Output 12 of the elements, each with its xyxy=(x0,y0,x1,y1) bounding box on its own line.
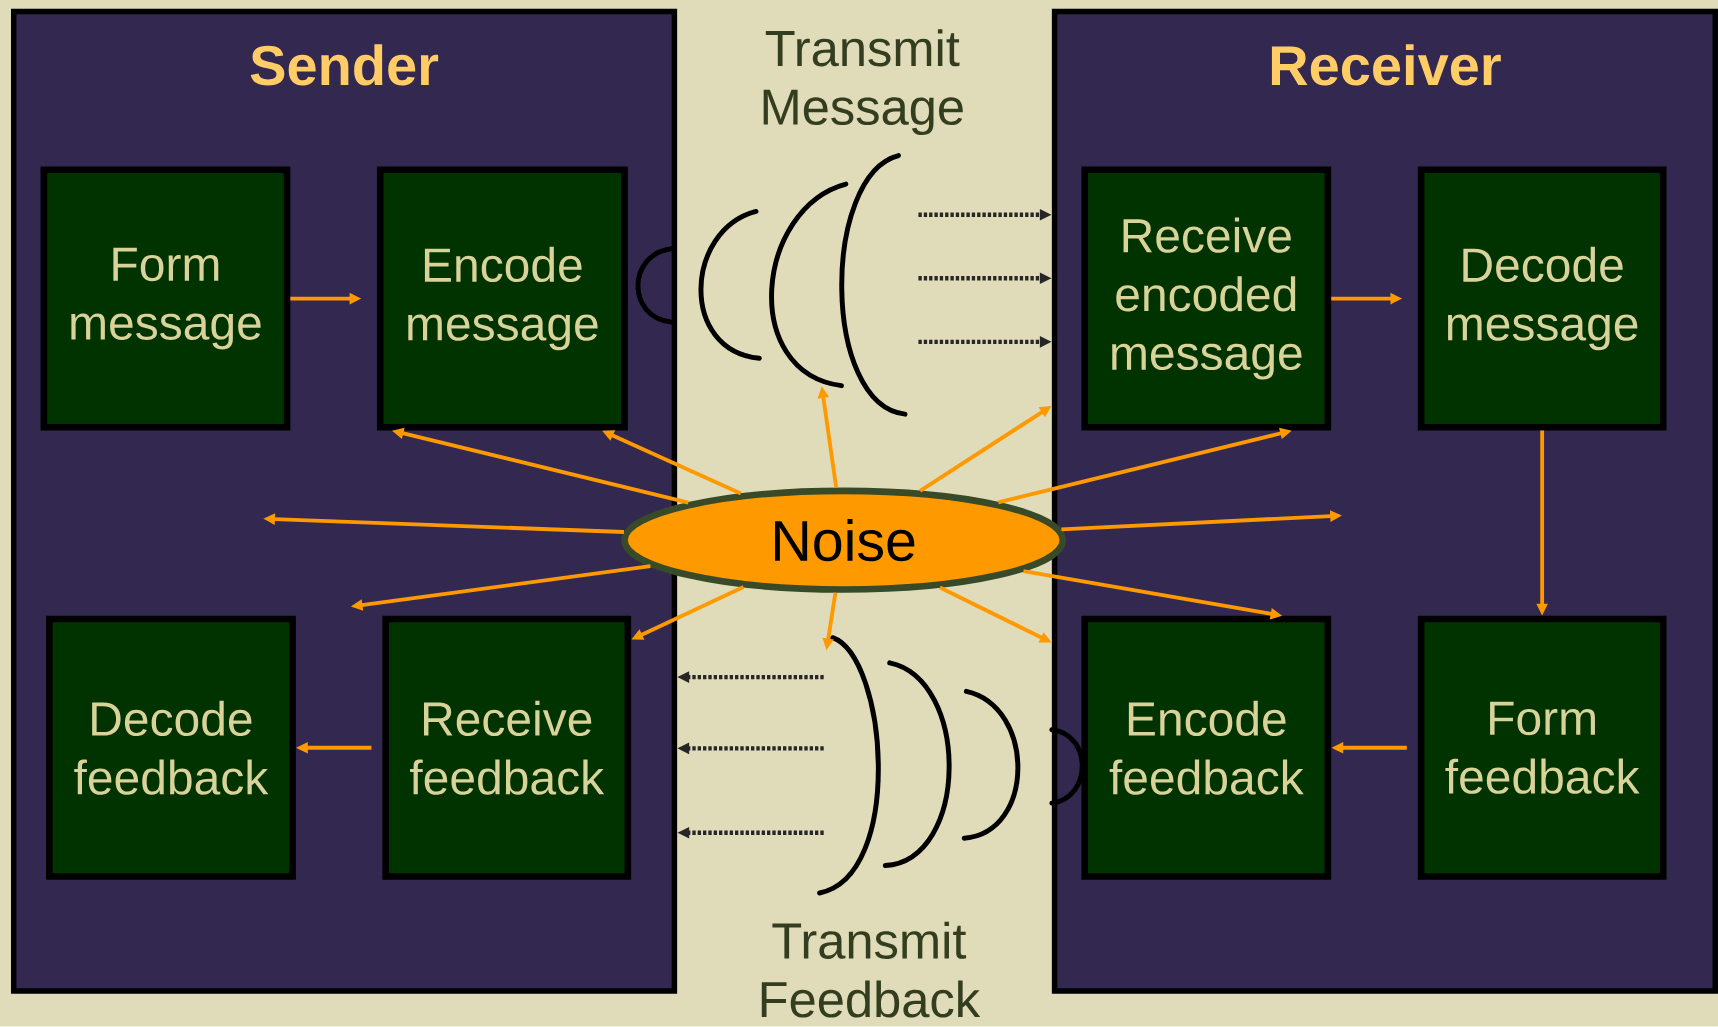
wave-drawing xyxy=(817,635,1085,896)
process-box: Receive encoded message xyxy=(1081,166,1332,431)
process-box: Decode feedback xyxy=(46,615,296,880)
wave-drawing xyxy=(635,153,908,417)
caption-text: Transmit Feedback xyxy=(761,921,981,1018)
process-box: Receive feedback xyxy=(382,615,632,880)
caption-text: Transmit Message xyxy=(763,29,963,136)
process-box: Form message xyxy=(40,166,291,431)
process-box: Decode message xyxy=(1417,166,1667,431)
process-box: Encode feedback xyxy=(1081,615,1332,880)
process-box: Encode message xyxy=(376,166,628,431)
process-box: Form feedback xyxy=(1417,615,1667,880)
